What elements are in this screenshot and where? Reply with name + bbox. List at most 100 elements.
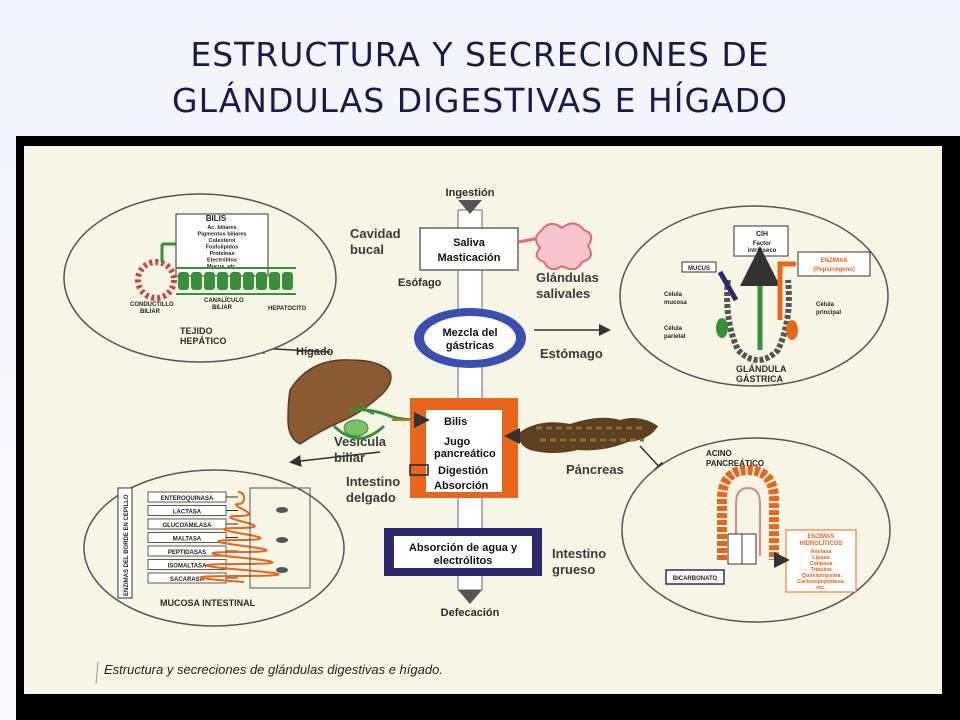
acino-label-2: PANCREÁTICO	[706, 459, 764, 468]
cavidad-label-2: bucal	[350, 242, 384, 257]
canaliculo-label-2: BILIAR	[212, 305, 233, 311]
enzyme-label: PEPTIDASAS	[168, 550, 206, 556]
hepatocyte-cell	[217, 272, 228, 290]
enzyme-label: SACARASA	[170, 577, 205, 583]
digestive-tract	[384, 200, 542, 604]
gallbladder-arrow	[289, 451, 381, 467]
pancreatic-enzyme: Tripsina	[810, 567, 832, 573]
conductillo-label-1: CONDUCTILLO	[130, 302, 174, 308]
cih-label: ClH	[756, 231, 768, 238]
agua-label-1: Absorción de agua y	[409, 542, 518, 554]
hepatocyte-cell	[191, 272, 202, 290]
celula-principal-label-2: principal	[816, 310, 841, 316]
estomago-label: Estómago	[540, 346, 603, 361]
borde-cepillo-label: ENZIMAS DEL BORDE EN CEPILLO	[124, 494, 130, 596]
pancreas-label: Páncreas	[566, 462, 624, 477]
pancreas	[504, 417, 658, 453]
mezcla-label-1: Mezcla del	[442, 327, 497, 339]
salivary-gland	[517, 222, 593, 271]
mucus-label: MUCUS	[688, 266, 710, 272]
bilis-item: Electrólitos	[207, 258, 237, 264]
mezcla-label-2: gástricas	[446, 340, 494, 352]
hepatocyte-cell	[178, 272, 189, 290]
absorcion-label: Absorción	[434, 480, 489, 492]
conductillo-label-2: BILIAR	[140, 309, 161, 315]
bilis-item: Pigmentos biliares	[198, 232, 247, 238]
hepatocito-label: HEPATOCITO	[268, 306, 307, 312]
pancreatic-enzyme: Lipasa	[812, 555, 830, 561]
enzyme-label: LACTASA	[173, 510, 202, 516]
celula-parietal-label-2: parietal	[664, 334, 686, 340]
esofago-label: Esófago	[398, 277, 442, 289]
intestino-delgado-label-2: delgado	[346, 490, 396, 505]
saliva-label: Saliva	[453, 237, 486, 249]
enzimas-gastric-label-2: (Pepsinógeno)	[813, 267, 855, 273]
enzyme-label: ENTEROQUINASA	[161, 496, 214, 502]
celula-mucosa-label-2: mucosa	[664, 300, 687, 306]
digestion-label: Digestión	[438, 465, 488, 477]
hepatocyte-cell	[243, 272, 254, 290]
bilis-item: Colesterol	[209, 238, 236, 244]
large-intestine-inner	[394, 536, 532, 568]
pancreatic-enzyme: etc.	[816, 585, 826, 591]
jugo-label: Jugo	[444, 436, 471, 448]
liver	[287, 359, 430, 445]
intestino-delgado-label-1: Intestino	[346, 474, 400, 489]
factor-label-2: intrínseco	[748, 248, 777, 254]
glandulas-label-1: Glándulas	[536, 270, 599, 285]
hepatocyte-cell	[269, 272, 280, 290]
glandula-label-2: GÁSTRICA	[736, 374, 784, 384]
tejido-label-2: HEPÁTICO	[180, 336, 227, 346]
pancreatic-enzyme: Carboxipeptidasa,	[797, 579, 845, 585]
bilis-item: Fosfolípidos	[206, 245, 239, 251]
enzimas-hidro-label-1: ENZIMAS	[808, 534, 835, 540]
pancreatic-enzyme: Colipasa	[810, 561, 834, 567]
celula-principal-label-1: Célula	[816, 302, 835, 308]
enzyme-label: MALTASA	[173, 537, 202, 543]
hepatocyte-cell	[230, 272, 241, 290]
bilis-label: Bilis	[444, 416, 467, 428]
gastric-circle	[619, 205, 889, 387]
glandulas-label-2: salivales	[536, 286, 590, 301]
bilis-title: BILIS	[206, 214, 227, 223]
page-title-line1: ESTRUCTURA Y SECRECIONES DE	[190, 35, 770, 74]
defecation-arrow	[458, 590, 482, 604]
acino-label-1: ACINO	[706, 449, 732, 458]
figure-caption: Estructura y secreciones de glándulas di…	[104, 662, 443, 677]
duodenal-marker	[409, 464, 429, 476]
small-intestine-inner	[426, 410, 502, 492]
celula-parietal-label-1: Célula	[664, 326, 683, 332]
enzimas-gastric-label-1: ENZIMAS	[821, 258, 848, 264]
intestino-grueso-label-2: grueso	[552, 562, 595, 577]
hepatocyte-cell	[256, 272, 267, 290]
glandula-label-1: GLÁNDULA	[736, 364, 787, 374]
agua-label-2: electrólitos	[434, 555, 493, 567]
higado-label: Hígado	[296, 346, 334, 358]
hepatocyte-cell	[282, 272, 293, 290]
pancreatic-circle	[621, 437, 891, 623]
bicarbonato-label: BICARBONATO	[673, 576, 718, 582]
mouth-box	[419, 227, 519, 271]
ingestion-label: Ingestión	[446, 187, 495, 199]
stomach-inner	[424, 316, 516, 360]
intestino-grueso-label-1: Intestino	[552, 546, 606, 561]
factor-label-1: Factor	[753, 241, 772, 247]
page-title-line2: GLÁNDULAS DIGESTIVAS E HÍGADO	[172, 81, 788, 120]
ingestion-arrow	[458, 200, 482, 214]
defecacion-label: Defecación	[441, 607, 500, 619]
cavidad-label-1: Cavidad	[350, 226, 401, 241]
masticacion-label: Masticación	[438, 252, 501, 264]
intestinal-circle: ENTEROQUINASA LACTASA GLUCOAMILASA MALTASA P…	[83, 469, 345, 627]
pancreatico-label: pancreático	[434, 448, 496, 460]
enzyme-label: ISOMALTASA	[168, 564, 207, 570]
vesicula-label-2: biliar	[334, 450, 365, 465]
enzimas-hidro-label-2: HIDROLÍTICOS	[800, 539, 843, 547]
bilis-item: Ac. biliares	[207, 225, 236, 231]
pancreatic-enzyme: Quimiotripsina	[802, 573, 842, 579]
hepatocyte-cell	[204, 272, 215, 290]
pancreatic-enzyme: Amilasa	[810, 549, 832, 555]
canaliculo-label-1: CANALÍCULO	[204, 296, 244, 304]
enzyme-label: GLUCOAMILASA	[163, 523, 213, 529]
